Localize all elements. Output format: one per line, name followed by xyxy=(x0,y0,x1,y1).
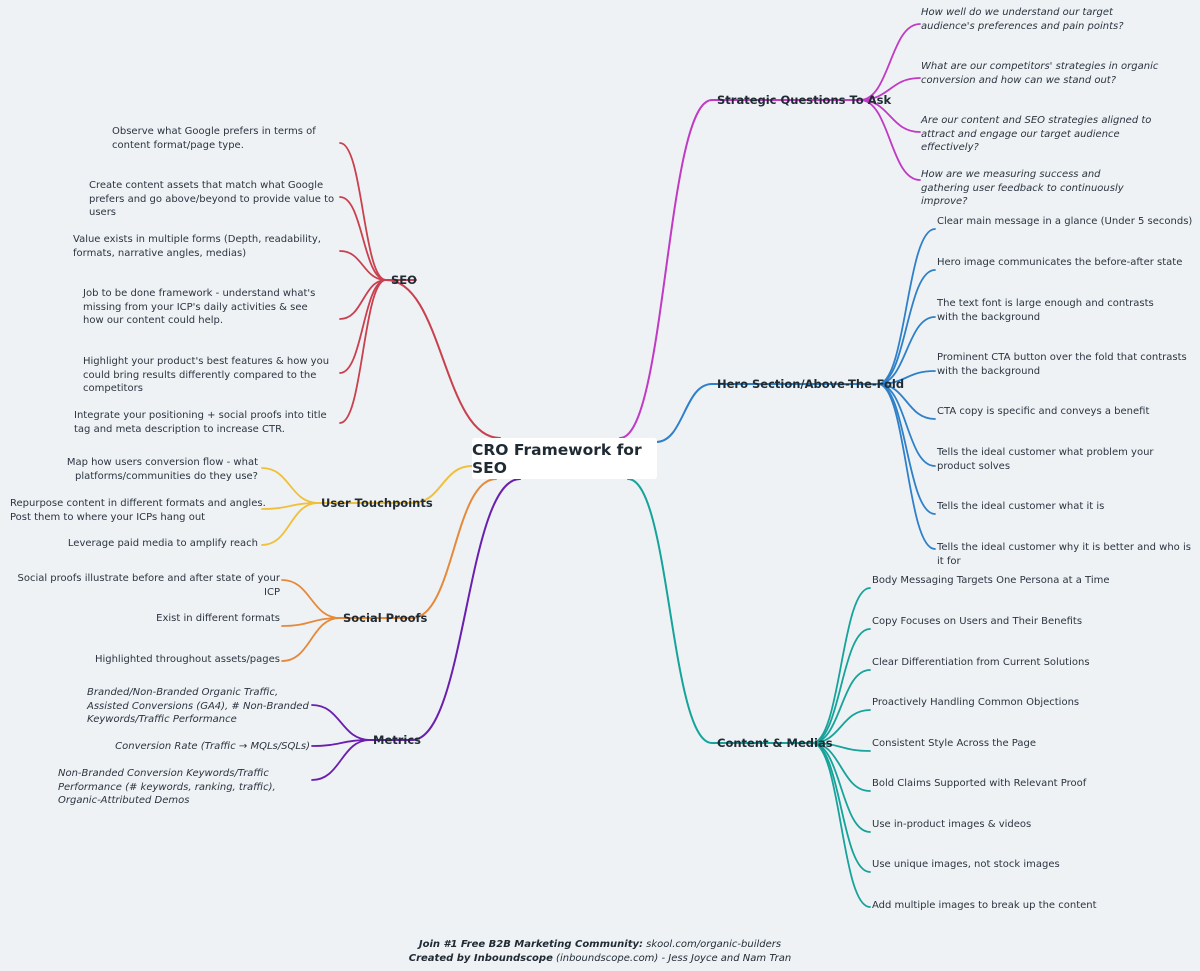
fan-social-1 xyxy=(281,579,341,619)
hero-item-7: Tells the ideal customer what it is xyxy=(937,501,1105,512)
fan-seo-6 xyxy=(339,279,387,424)
social-item-2: Exist in different formats xyxy=(156,613,280,624)
hero-item-6: Tells the ideal customer what problem yo… xyxy=(937,447,1154,472)
strategic-question-4: How are we measuring success and gatheri… xyxy=(921,169,1124,207)
strategic-question-2: What are our competitors' strategies in … xyxy=(921,61,1159,86)
central-node[interactable]: CRO Framework for SEO xyxy=(472,438,657,479)
fan-hero-1 xyxy=(877,228,936,385)
touchpoint-item-2: Repurpose content in different formats a… xyxy=(10,498,266,523)
fan-content-2 xyxy=(811,628,871,744)
seo-item-3: Value exists in multiple forms (Depth, r… xyxy=(73,234,321,259)
fan-hero-6 xyxy=(877,383,936,467)
social-item-1: Social proofs illustrate before and afte… xyxy=(17,573,280,598)
branch-seo[interactable]: SEO xyxy=(391,273,417,287)
fan-strategic-1 xyxy=(859,23,921,101)
hero-item-4: Prominent CTA button over the fold that … xyxy=(937,352,1187,377)
content-item-9: Add multiple images to break up the cont… xyxy=(872,900,1097,911)
seo-item-2: Create content assets that match what Go… xyxy=(89,180,335,218)
trunk-social xyxy=(411,478,497,619)
seo-item-6: Integrate your positioning + social proo… xyxy=(74,410,327,435)
content-item-6: Bold Claims Supported with Relevant Proo… xyxy=(872,778,1087,789)
branch-hero-section[interactable]: Hero Section/Above-The-Fold xyxy=(717,377,905,391)
hero-item-8: Tells the ideal customer why it is bette… xyxy=(937,542,1191,567)
fan-hero-2 xyxy=(877,269,936,385)
fan-hero-4 xyxy=(877,370,936,385)
trunk-seo xyxy=(385,279,501,439)
branch-user-touchpoints[interactable]: User Touchpoints xyxy=(321,496,433,510)
metrics-item-1: Branded/Non-Branded Organic Traffic, Ass… xyxy=(87,687,309,725)
seo-item-5: Highlight your product's best features &… xyxy=(83,356,330,394)
trunk-metrics xyxy=(411,478,521,741)
social-item-3: Highlighted throughout assets/pages xyxy=(94,654,280,665)
footer-line-1: Join #1 Free B2B Marketing Community: sk… xyxy=(0,938,1200,952)
fan-metrics-1 xyxy=(311,704,371,741)
seo-item-1: Observe what Google prefers in terms of … xyxy=(112,126,316,151)
metrics-item-3: Non-Branded Conversion Keywords/Traffic … xyxy=(58,768,276,806)
branch-social-proofs[interactable]: Social Proofs xyxy=(343,611,428,625)
content-item-7: Use in-product images & videos xyxy=(872,819,1032,830)
fan-strategic-2 xyxy=(859,77,921,101)
fan-seo-3 xyxy=(339,250,387,281)
hero-item-1: Clear main message in a glance (Under 5 … xyxy=(937,216,1193,227)
strategic-question-1: How well do we understand our target aud… xyxy=(921,7,1124,32)
fan-seo-4 xyxy=(339,279,387,320)
fan-hero-3 xyxy=(877,316,936,385)
fan-strategic-4 xyxy=(859,99,921,181)
strategic-question-3: Are our content and SEO strategies align… xyxy=(921,115,1152,153)
fan-strategic-3 xyxy=(859,99,921,133)
fan-content-6 xyxy=(811,742,871,792)
touchpoint-item-3: Leverage paid media to amplify reach xyxy=(67,538,258,549)
branch-content-medias[interactable]: Content & Medias xyxy=(717,736,833,750)
branch-metrics[interactable]: Metrics xyxy=(373,733,422,747)
footer-community-label: Join #1 Free B2B Marketing Community: xyxy=(418,939,643,950)
fan-content-9 xyxy=(811,742,871,908)
content-item-3: Clear Differentiation from Current Solut… xyxy=(872,657,1090,668)
fan-content-3 xyxy=(811,669,871,744)
central-node-title: CRO Framework for SEO xyxy=(472,440,642,477)
fan-social-3 xyxy=(281,617,341,662)
trunk-strategic xyxy=(619,99,713,439)
content-item-2: Copy Focuses on Users and Their Benefits xyxy=(872,616,1083,627)
content-item-4: Proactively Handling Common Objections xyxy=(872,697,1080,708)
footer-creator-text: (inboundscope.com) - Jess Joyce and Nam … xyxy=(552,952,792,964)
content-item-8: Use unique images, not stock images xyxy=(872,859,1060,870)
fan-seo-5 xyxy=(339,279,387,374)
fan-content-8 xyxy=(811,742,871,873)
hero-item-5: CTA copy is specific and conveys a benef… xyxy=(937,406,1150,417)
fan-hero-7 xyxy=(877,383,936,515)
fan-hero-5 xyxy=(877,383,936,420)
content-item-1: Body Messaging Targets One Persona at a … xyxy=(872,575,1110,586)
hero-item-2: Hero image communicates the before-after… xyxy=(937,257,1183,268)
trunk-hero xyxy=(655,383,713,443)
fan-metrics-3 xyxy=(311,739,371,781)
touchpoint-item-1: Map how users conversion flow - what pla… xyxy=(66,457,258,482)
footer-community-link[interactable]: skool.com/organic-builders xyxy=(643,939,782,950)
fan-seo-2 xyxy=(339,196,387,281)
metrics-item-2: Conversion Rate (Traffic → MQLs/SQLs) xyxy=(115,741,310,752)
branch-strategic-questions[interactable]: Strategic Questions To Ask xyxy=(717,93,892,107)
seo-item-4: Job to be done framework - understand wh… xyxy=(83,288,316,326)
footer-creator-label: Created by Inboundscope xyxy=(408,952,553,964)
fan-seo-1 xyxy=(339,142,387,281)
fan-content-7 xyxy=(811,742,871,833)
footer-credits: Join #1 Free B2B Marketing Community: sk… xyxy=(0,938,1200,965)
content-item-5: Consistent Style Across the Page xyxy=(872,738,1037,749)
fan-touchpoints-3 xyxy=(261,502,319,546)
fan-content-4 xyxy=(811,709,871,744)
fan-content-1 xyxy=(811,587,871,744)
hero-item-3: The text font is large enough and contra… xyxy=(937,298,1154,323)
fan-hero-8 xyxy=(877,383,936,550)
trunk-content xyxy=(627,478,713,744)
fan-touchpoints-1 xyxy=(261,467,319,504)
trunk-touchpoints xyxy=(411,465,473,504)
footer-line-2: Created by Inboundscope (inboundscope.co… xyxy=(0,952,1200,966)
